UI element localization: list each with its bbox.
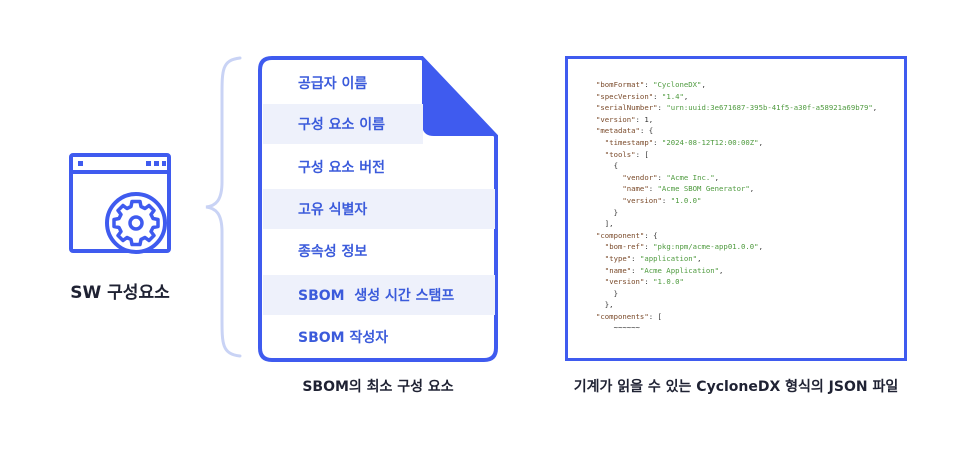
json-line: "version": "1.0.0" bbox=[604, 277, 684, 287]
sbom-item-component-name: 구성 요소 이름 bbox=[263, 104, 423, 144]
json-line: "name": "Acme SBOM Generator", bbox=[622, 184, 755, 194]
json-line: ], bbox=[596, 219, 614, 229]
json-line: { bbox=[596, 161, 618, 171]
json-line: "serialNumber": "urn:uuid:3e671687-395b-… bbox=[596, 103, 878, 113]
json-line: }, bbox=[596, 300, 614, 310]
json-line: "type": "application", bbox=[604, 253, 702, 263]
json-file-panel: "bomFormat": "CycloneDX", "specVersion": … bbox=[565, 56, 907, 361]
json-line: "tools": [ bbox=[604, 149, 649, 159]
json-line: } bbox=[596, 288, 618, 298]
software-component-label: SW 구성요소 bbox=[70, 283, 170, 303]
sbom-caption: SBOM의 최소 구성 요소 bbox=[302, 379, 454, 395]
json-line: } bbox=[596, 207, 618, 217]
json-line: "bom-ref": "pkg:npm/acme-app01.0.0", bbox=[604, 242, 763, 252]
json-line: "version": "1.0.0" bbox=[622, 195, 702, 205]
sbom-item-dependency-info: 종속성 정보 bbox=[298, 244, 368, 260]
json-line: "components": [ bbox=[596, 311, 662, 321]
sbom-item-supplier-name: 공급자 이름 bbox=[298, 76, 368, 92]
sbom-item-timestamp: SBOM 생성 시간 스탬프 bbox=[263, 275, 495, 315]
sbom-item-component-version: 구성 요소 버전 bbox=[298, 160, 386, 176]
json-line: "version": 1, bbox=[596, 114, 654, 124]
curly-brace bbox=[205, 56, 242, 358]
sbom-item-unique-identifier: 고유 식별자 bbox=[263, 189, 495, 229]
json-line: "metadata": { bbox=[596, 126, 654, 136]
json-line: "vendor": "Acme Inc.", bbox=[622, 172, 720, 182]
json-line: "timestamp": "2024-08-12T12:00:00Z", bbox=[604, 137, 763, 147]
json-caption: 기계가 읽을 수 있는 CycloneDX 형식의 JSON 파일 bbox=[573, 379, 899, 395]
software-window-gear-icon bbox=[69, 153, 171, 254]
json-code: "bomFormat": "CycloneDX", "specVersion": … bbox=[596, 79, 904, 334]
json-line: "component": { bbox=[596, 230, 658, 240]
json-line: "specVersion": "1.4", bbox=[596, 91, 689, 101]
json-line: "name": "Acme Application", bbox=[604, 265, 724, 275]
json-line: "bomFormat": "CycloneDX", bbox=[596, 80, 706, 89]
json-line: ~~~~~~ bbox=[596, 323, 640, 333]
sbom-item-author: SBOM 작성자 bbox=[298, 330, 389, 346]
